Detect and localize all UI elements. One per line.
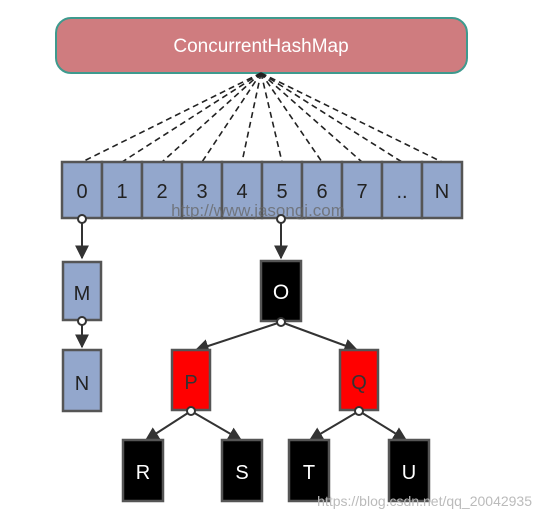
dashed-link-8 <box>260 72 403 163</box>
dashed-link-6 <box>260 72 323 163</box>
dashed-link-1 <box>121 72 262 163</box>
pointer-dot-o <box>276 317 286 327</box>
edge-q-t <box>308 410 360 441</box>
bucket-label-6: 6 <box>316 181 327 203</box>
bucket-cell-0 <box>60 160 104 220</box>
bucket-label-5: 5 <box>276 181 287 203</box>
bucket-cell-5 <box>260 160 304 220</box>
bucket-cell-7 <box>340 160 384 220</box>
bucket-label-4: 4 <box>236 181 247 203</box>
edge-o-q <box>280 321 359 353</box>
dashed-link-5 <box>260 72 283 163</box>
tree-node-s-label: S <box>235 462 248 484</box>
pointer-dot-m <box>77 316 87 326</box>
bucket-label-2: 2 <box>156 181 167 203</box>
bucket-label-0: 0 <box>76 181 87 203</box>
list-node-n <box>61 348 103 413</box>
bucket-cell-9 <box>420 160 464 220</box>
bucket-label-8: .. <box>396 181 407 203</box>
pointer-dot-0 <box>77 214 87 224</box>
tree-node-u <box>387 438 431 503</box>
bucket-array: 0 1 2 3 4 5 6 7.. N <box>60 160 464 220</box>
bucket-label-7: 7 <box>356 181 367 203</box>
tree-node-q <box>338 348 380 412</box>
watermark-corner: https://blog.csdn.net/qq_20042935 <box>317 493 532 509</box>
list-node-m <box>61 260 103 322</box>
tree-node-p-label: P <box>184 372 197 394</box>
tree-node-r-label: R <box>136 462 150 484</box>
edge-o-p <box>194 321 282 353</box>
watermark-center: http://www.jasongj.com <box>171 201 345 220</box>
tree-node-q-label: Q <box>351 372 367 394</box>
bucket-label-1: 1 <box>116 181 127 203</box>
list-node-n-label: N <box>75 373 89 395</box>
pointer-dot-q <box>354 406 364 416</box>
tree-node-r <box>121 438 165 503</box>
tree-node-s <box>220 438 264 503</box>
tree-node-t-label: T <box>303 462 315 484</box>
dashed-links <box>81 72 443 163</box>
bucket-label-9: N <box>435 181 449 203</box>
tree-node-o <box>259 259 303 323</box>
edge-q-u <box>358 410 408 441</box>
list-node-m-label: M <box>74 283 91 305</box>
edge-p-r <box>144 410 192 441</box>
dashed-link-7 <box>260 72 363 163</box>
bucket-cell-1 <box>100 160 144 220</box>
dashed-link-2 <box>161 72 262 163</box>
pointer-dot-p <box>186 406 196 416</box>
dashed-link-4 <box>241 72 262 163</box>
dashed-link-0 <box>81 72 262 163</box>
header-title: ConcurrentHashMap <box>173 36 348 57</box>
pointer-dot-5 <box>276 214 286 224</box>
tree-node-u-label: U <box>402 462 416 484</box>
tree-node-t <box>287 438 331 503</box>
dashed-link-9 <box>260 72 443 163</box>
tree-node-o-label: O <box>273 281 289 304</box>
bucket-cell-2 <box>140 160 184 220</box>
dashed-link-3 <box>201 72 262 163</box>
bucket-label-3: 3 <box>196 181 207 203</box>
edge-p-s <box>190 410 243 441</box>
